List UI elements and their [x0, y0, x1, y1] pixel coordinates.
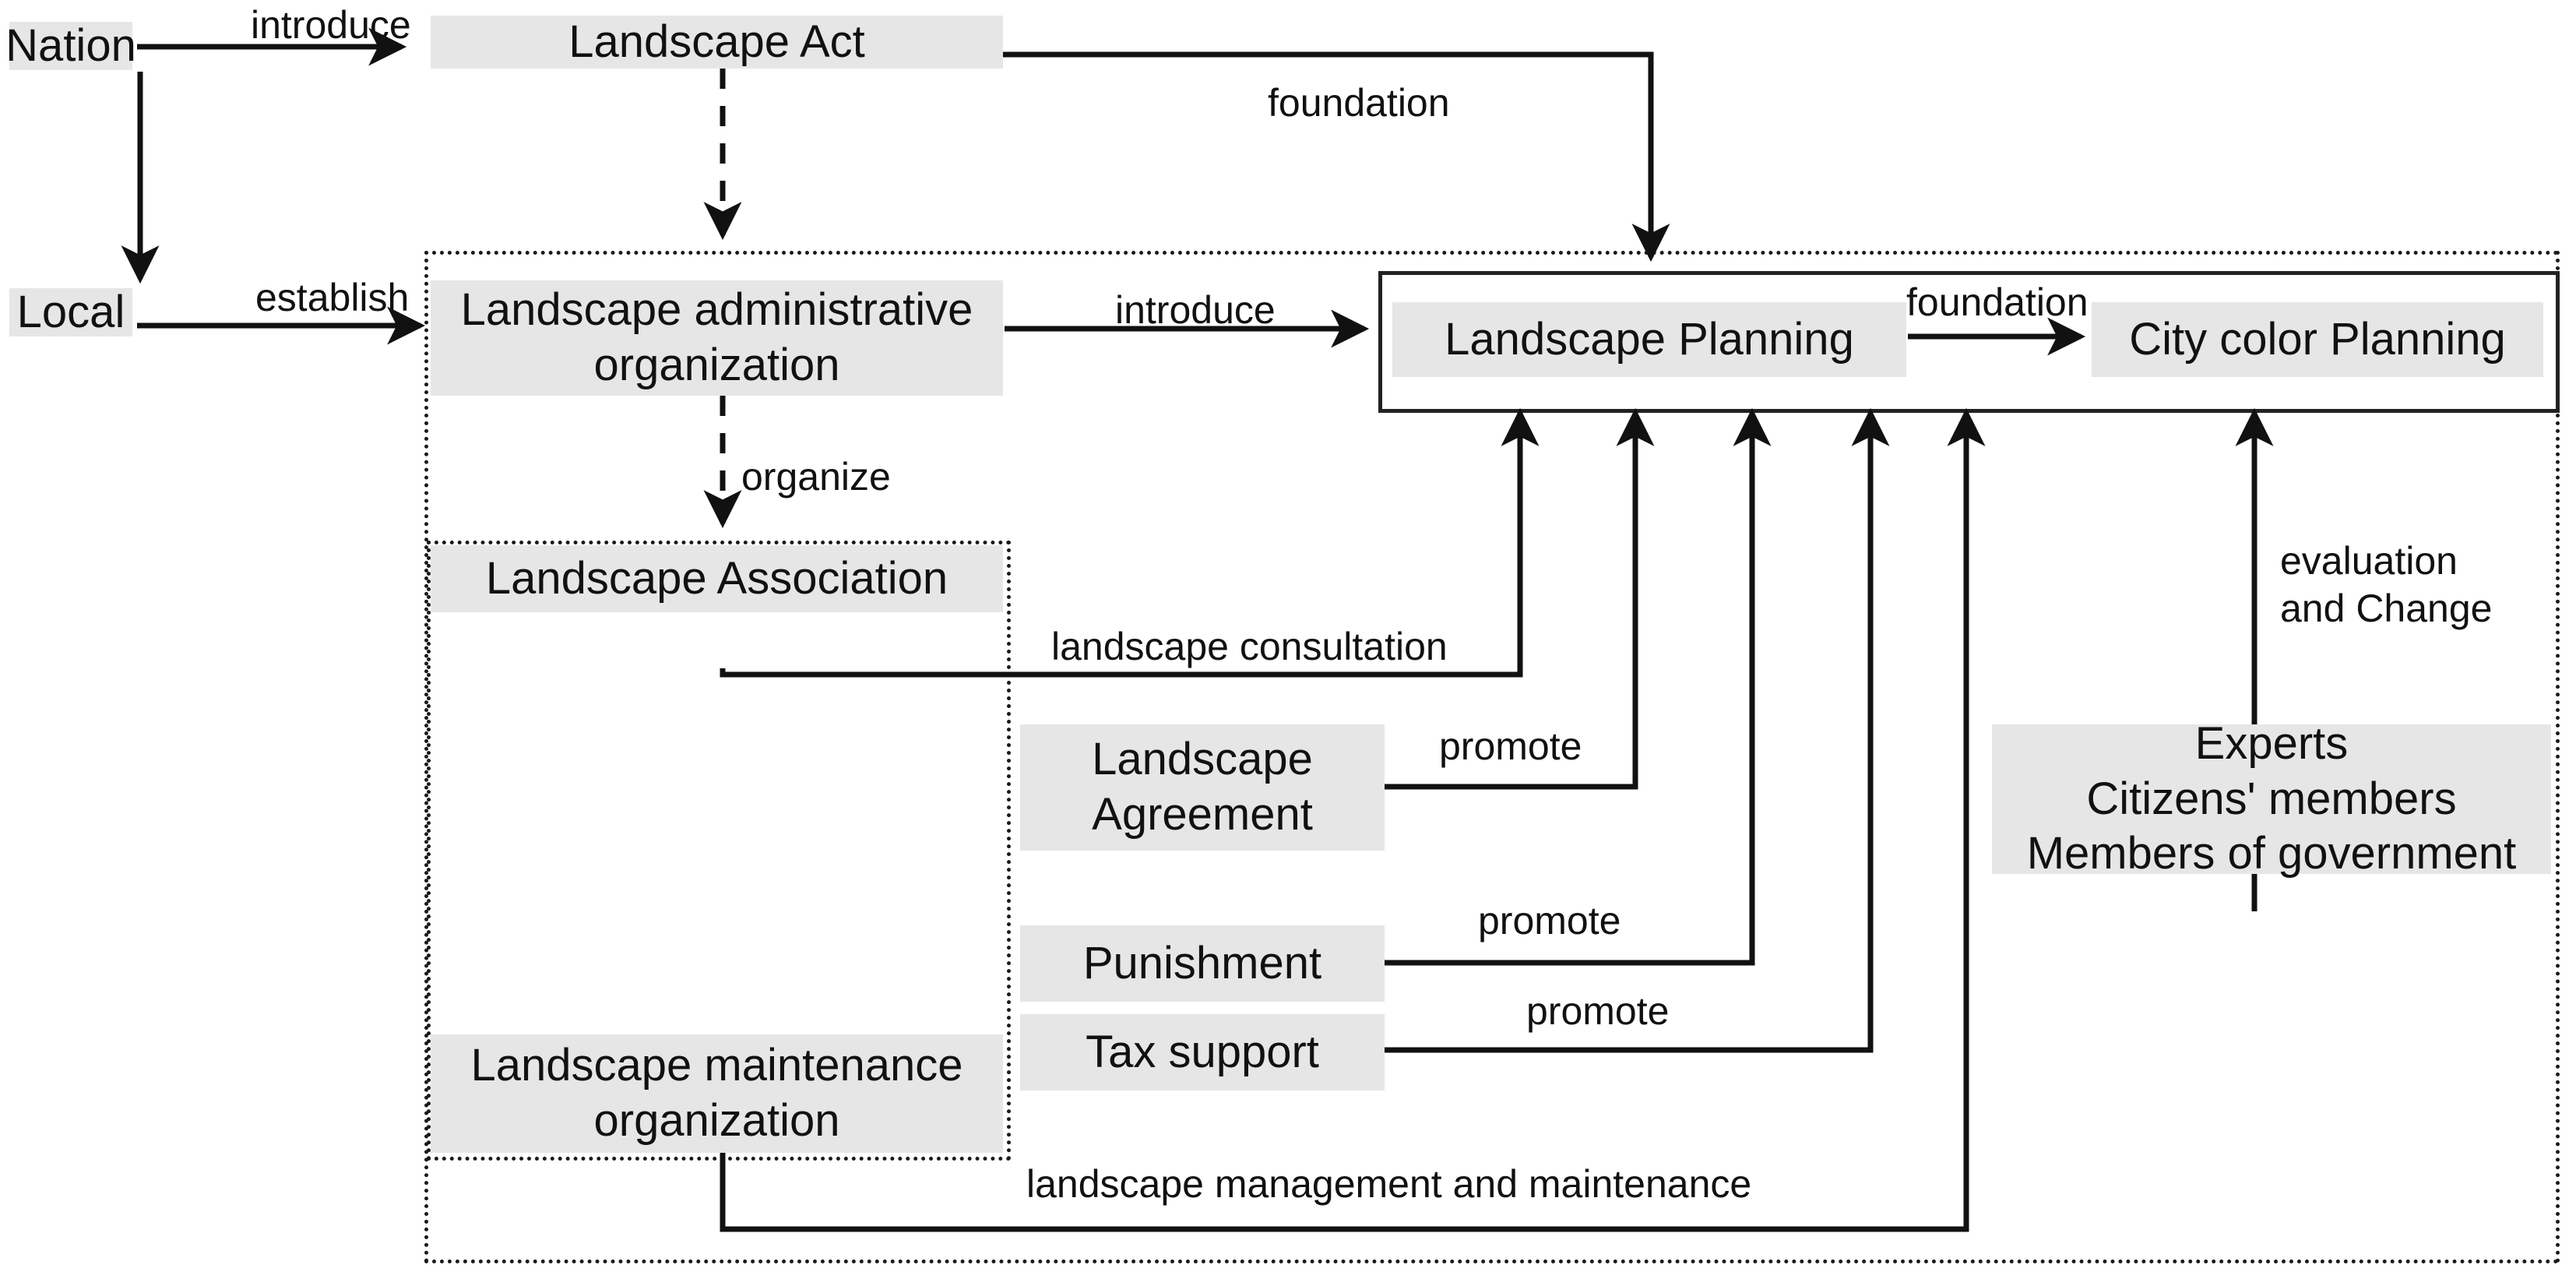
edge-label-promote-tax: promote [1526, 989, 1670, 1033]
node-tax-support[interactable]: Tax support [1020, 1014, 1385, 1090]
node-landscape-maintenance-organization[interactable]: Landscape maintenance organization [431, 1034, 1003, 1153]
edge-label-introduce-act: introduce [251, 3, 411, 47]
edge-label-foundation-city: foundation [1906, 280, 2089, 324]
edge-label-management-and-maintenance: landscape management and maintenance [1026, 1162, 1752, 1206]
node-local[interactable]: Local [9, 287, 132, 337]
node-stakeholders[interactable]: Experts Citizens' members Members of gov… [1992, 718, 2551, 879]
node-punishment[interactable]: Punishment [1020, 925, 1385, 1002]
edge-label-promote-agreement: promote [1439, 724, 1582, 768]
edge-label-organize-association: organize [741, 455, 891, 499]
node-city-color-planning[interactable]: City color Planning [2092, 302, 2543, 377]
node-landscape-act[interactable]: Landscape Act [431, 16, 1003, 69]
edge-act-to-planning [477, 51, 1670, 262]
edge-label-evaluation-and-change: evaluation and Change [2280, 539, 2493, 630]
edge-label-foundation-act: foundation [1268, 81, 1450, 125]
edge-label-introduce-planning: introduce [1115, 288, 1276, 332]
node-landscape-association[interactable]: Landscape Association [431, 545, 1003, 612]
edge-label-landscape-consultation: landscape consultation [1051, 625, 1448, 668]
node-nation[interactable]: Nation [5, 19, 136, 71]
edge-label-establish-admin: establish [255, 276, 410, 319]
node-landscape-administrative-organization[interactable]: Landscape administrative organization [431, 280, 1003, 396]
edge-label-promote-punishment: promote [1478, 899, 1621, 942]
node-landscape-planning[interactable]: Landscape Planning [1392, 302, 1906, 377]
node-landscape-agreement[interactable]: Landscape Agreement [1020, 724, 1385, 851]
